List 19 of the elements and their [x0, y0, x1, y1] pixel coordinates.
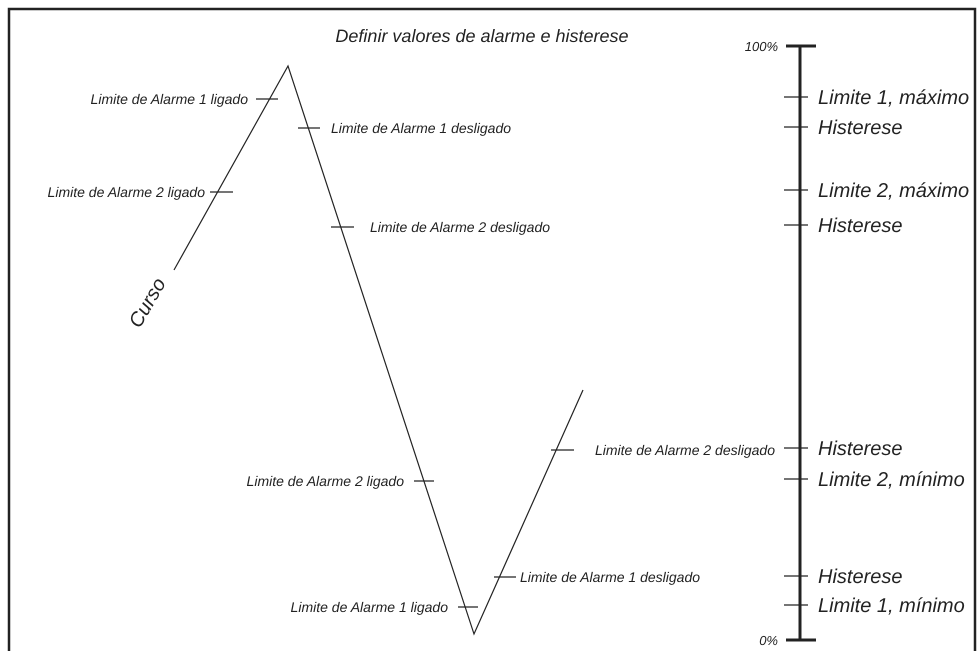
scale-value: 100%	[744, 39, 778, 54]
alarm-point-label: Limite de Alarme 1 desligado	[331, 120, 512, 136]
scale-label: Limite 2, mínimo	[818, 469, 965, 491]
alarm-point-label: Limite de Alarme 1 ligado	[90, 91, 248, 107]
alarm-point-label: Limite de Alarme 2 ligado	[246, 473, 404, 489]
scale-label: Histerese	[818, 438, 902, 460]
scale-label: Histerese	[818, 117, 902, 139]
scale-label: Histerese	[818, 566, 902, 588]
alarm-point-label: Limite de Alarme 2 desligado	[370, 219, 550, 235]
alarm-point-label: Limite de Alarme 1 ligado	[290, 599, 448, 615]
scale-value: 0%	[759, 633, 778, 648]
scale-label: Limite 2, máximo	[818, 180, 970, 202]
alarm-point-label: Limite de Alarme 2 desligado	[594, 442, 775, 458]
alarm-point-label: Limite de Alarme 1 desligado	[520, 569, 700, 585]
alarm-point-label: Limite de Alarme 2 ligado	[48, 184, 205, 200]
scale-label: Limite 1, mínimo	[818, 595, 965, 617]
diagram-title: Definir valores de alarme e histerese	[335, 26, 629, 46]
scale-label: Histerese	[818, 215, 902, 237]
scale-label: Limite 1, máximo	[818, 87, 970, 109]
